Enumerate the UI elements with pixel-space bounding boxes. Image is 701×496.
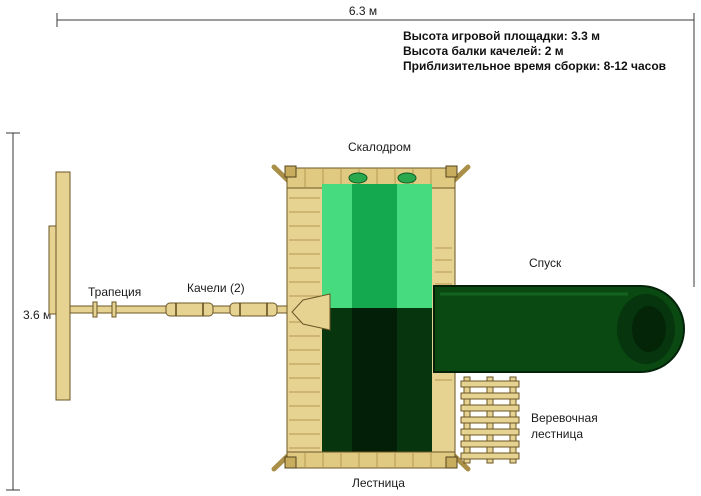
tower-post-bottom-right <box>445 456 458 469</box>
tower-post-top-left <box>284 165 297 178</box>
rope-ladder-rung <box>460 404 520 412</box>
grab-handle-left <box>348 172 368 184</box>
tower <box>271 164 471 472</box>
swing-seat-2 <box>229 302 278 317</box>
rope-ladder-rung <box>460 440 520 448</box>
swing-frame-post <box>55 171 71 401</box>
rope-ladder-label-line1: Веревочная <box>531 411 598 425</box>
slide <box>433 285 685 373</box>
tower-post-top-right <box>445 165 458 178</box>
swings-label: Качели (2) <box>187 281 245 295</box>
slide-tube <box>433 285 685 373</box>
swing-seat-1 <box>165 302 214 317</box>
dimension-lines: 6.3 м 3.6 м <box>6 4 695 491</box>
trapeze-clamp-left <box>92 301 98 318</box>
tower-post-bottom-left <box>284 456 297 469</box>
ladder-label: Лестница <box>352 476 405 490</box>
swing-frame <box>48 171 296 401</box>
rope-ladder-rung <box>460 416 520 424</box>
swing-seat-2-board <box>229 302 278 317</box>
rope-ladder-label-line2: лестница <box>531 427 583 441</box>
spec-line-beam-height: Высота балки качелей: 2 м <box>403 44 564 58</box>
trapeze-clamp-right <box>111 301 117 318</box>
spec-line-playdeck-height: Высота игровой площадки: 3.3 м <box>403 29 600 43</box>
rope-ladder-rung <box>460 428 520 436</box>
rope-ladder-rung <box>460 392 520 400</box>
spec-line-assembly-time: Приблизительное время сборки: 8-12 часов <box>403 59 666 73</box>
slide-opening-inner <box>632 306 666 352</box>
rope-ladder <box>460 376 520 464</box>
height-dimension-label: 3.6 м <box>23 308 51 322</box>
rope-ladder-rung <box>460 380 520 388</box>
canopy-shadow-center <box>352 308 397 456</box>
trapeze-label: Трапеция <box>88 285 141 299</box>
width-dimension-label: 6.3 м <box>349 4 377 18</box>
specs-block: Высота игровой площадки: 3.3 м Высота ба… <box>403 29 666 73</box>
grab-handle-right <box>397 172 417 184</box>
beam-bracket <box>291 293 331 331</box>
swing-seat-1-board <box>165 302 214 317</box>
climbing-wall-label: Скалодром <box>348 140 411 154</box>
rope-ladder-rung <box>460 452 520 460</box>
slide-label: Спуск <box>529 256 562 270</box>
part-labels: Скалодром Спуск Трапеция Качели (2) Вере… <box>88 140 598 490</box>
bottom-ladder <box>286 451 456 469</box>
canopy-mid <box>352 184 397 308</box>
bottom-ladder-rungs <box>304 453 432 467</box>
